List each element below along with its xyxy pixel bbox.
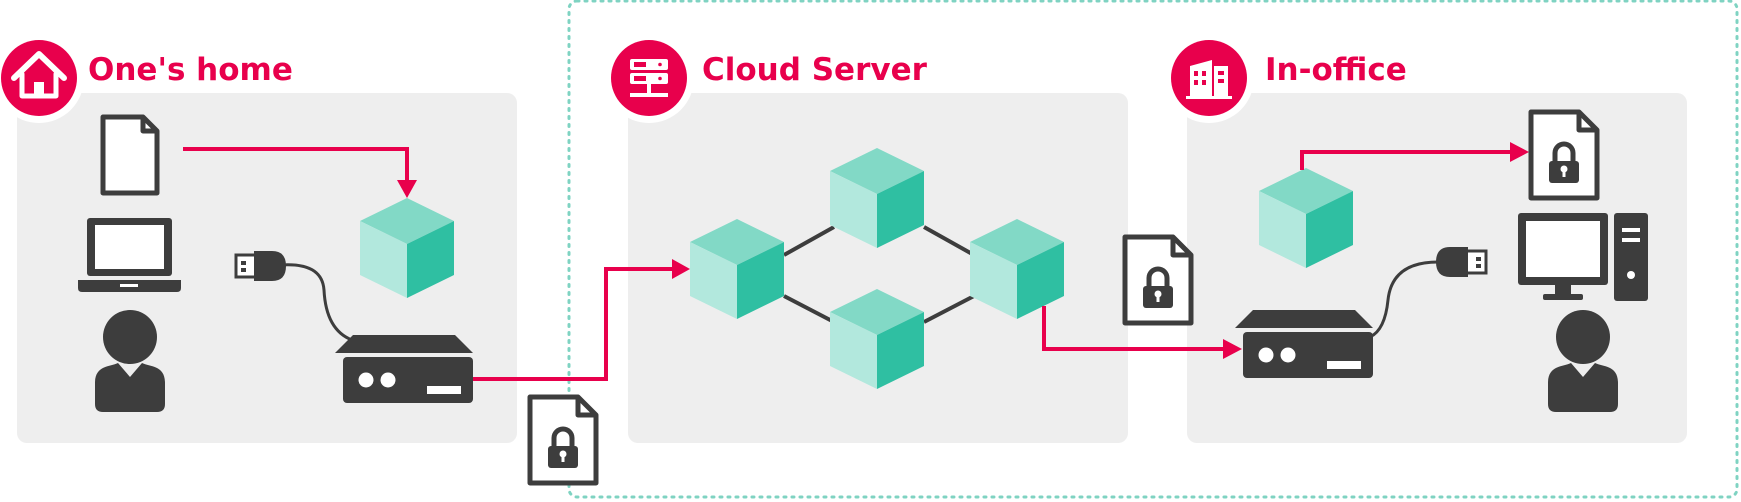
cloud-title: Cloud Server [702,52,928,88]
usb-cable [279,263,353,342]
house-icon [11,51,67,99]
transfer-arrow-to-office [1042,306,1225,351]
cloud-panel [628,93,1128,443]
office-header: In-office [1164,33,1407,123]
network-device-icon [335,335,473,403]
home-title: One's home [88,52,293,88]
server-icon [630,59,668,97]
office-title: In-office [1265,52,1407,88]
arrow-head [672,259,690,279]
locked-document-icon [530,397,596,483]
upload-arrow [183,147,409,182]
block-links [783,225,975,324]
transfer-arrow-to-cloud [473,267,672,381]
usb-cable [1369,260,1439,339]
usb-plug-icon [1434,245,1488,279]
arrow-head [1510,142,1529,162]
cloud-boundary [567,0,1739,499]
locked-document-icon [1125,237,1191,323]
laptop-icon [78,218,181,292]
cloud-header: Cloud Server [604,33,928,123]
usb-plug-icon [234,249,288,283]
download-arrow [1300,150,1512,170]
arrow-head [397,180,417,198]
document-icon [103,117,157,193]
home-header: One's home [0,33,293,123]
locked-document-icon [1531,112,1597,198]
desktop-computer-icon [1518,213,1648,301]
office-building-icon [1186,60,1232,99]
network-device-icon [1235,310,1373,378]
arrow-head [1223,339,1242,359]
